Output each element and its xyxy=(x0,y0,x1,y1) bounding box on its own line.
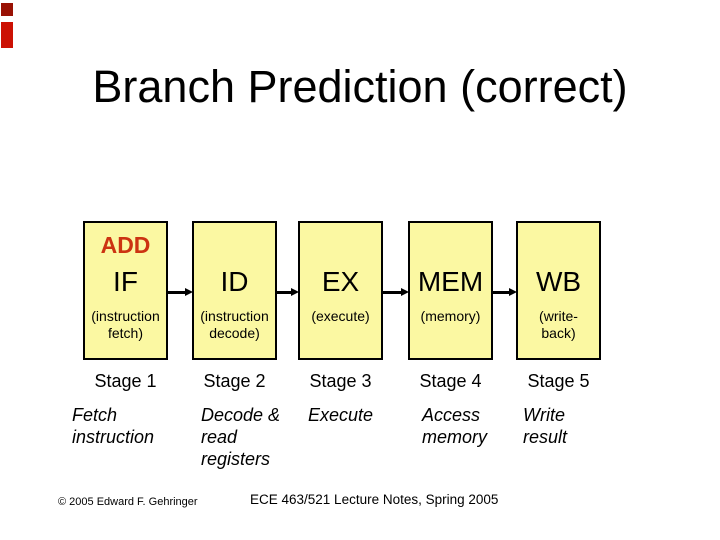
stage-description: Decode & read registers xyxy=(201,405,281,469)
stage-sublabel: (memory) xyxy=(420,308,481,324)
stage-description: Fetch instruction xyxy=(72,405,155,447)
arrow-head xyxy=(291,288,299,296)
course-footer-text: ECE 463/521 Lecture Notes, Spring 2005 xyxy=(250,492,499,507)
stage-acronym: WB xyxy=(535,266,582,297)
instruction-label: ADD xyxy=(100,232,151,258)
copyright-text: © 2005 Edward F. Gehringer xyxy=(58,496,198,508)
flow-arrow-icon xyxy=(492,288,517,297)
stage-acronym: ID xyxy=(220,266,249,297)
stage-number-label: Stage 5 xyxy=(527,371,590,391)
stage-acronym: IF xyxy=(113,266,138,297)
corner-accent-dark-icon xyxy=(1,3,13,16)
corner-accent-bright-icon xyxy=(1,22,13,48)
pipeline-box-id: ID (instruction decode) xyxy=(192,221,277,360)
flow-arrow-icon xyxy=(277,288,299,297)
stage-sublabel: (instruction fetch) xyxy=(91,308,160,341)
arrow-head xyxy=(509,288,517,296)
stage-number-label: Stage 2 xyxy=(203,371,266,391)
arrow-shaft xyxy=(167,291,187,294)
stage-number-label: Stage 3 xyxy=(309,371,372,391)
pipeline-box-mem: MEM (memory) xyxy=(408,221,493,360)
stage-acronym: EX xyxy=(321,266,360,297)
pipeline-box-if: ADD IF (instruction fetch) xyxy=(83,221,168,360)
arrow-shaft xyxy=(382,291,403,294)
pipeline-box-wb: WB (write- back) xyxy=(516,221,601,360)
stage-description: Write result xyxy=(523,405,568,447)
stage-acronym: MEM xyxy=(417,266,484,297)
stage-number-label: Stage 1 xyxy=(94,371,157,391)
page-title: Branch Prediction (correct) xyxy=(92,61,628,112)
flow-arrow-icon xyxy=(167,288,193,297)
stage-description: Access memory xyxy=(422,405,488,447)
stage-sublabel: (write- back) xyxy=(539,308,578,341)
stage-number-label: Stage 4 xyxy=(419,371,482,391)
pipeline-box-ex: EX (execute) xyxy=(298,221,383,360)
arrow-shaft xyxy=(492,291,511,294)
arrow-head xyxy=(401,288,409,296)
arrow-shaft xyxy=(277,291,293,294)
stage-description: Execute xyxy=(308,405,374,425)
stage-sublabel: (instruction decode) xyxy=(200,308,269,341)
flow-arrow-icon xyxy=(382,288,409,297)
arrow-head xyxy=(185,288,193,296)
stage-sublabel: (execute) xyxy=(311,308,370,324)
